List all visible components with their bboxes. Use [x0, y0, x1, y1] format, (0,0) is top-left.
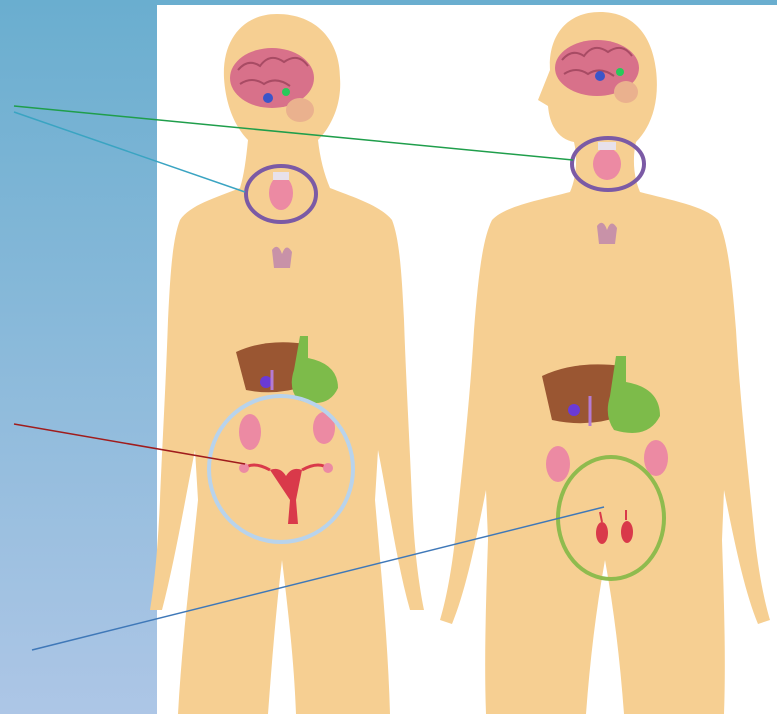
male-figure	[440, 12, 770, 714]
thyroid-callout-line-female	[14, 112, 245, 192]
male-silhouette	[440, 12, 770, 714]
